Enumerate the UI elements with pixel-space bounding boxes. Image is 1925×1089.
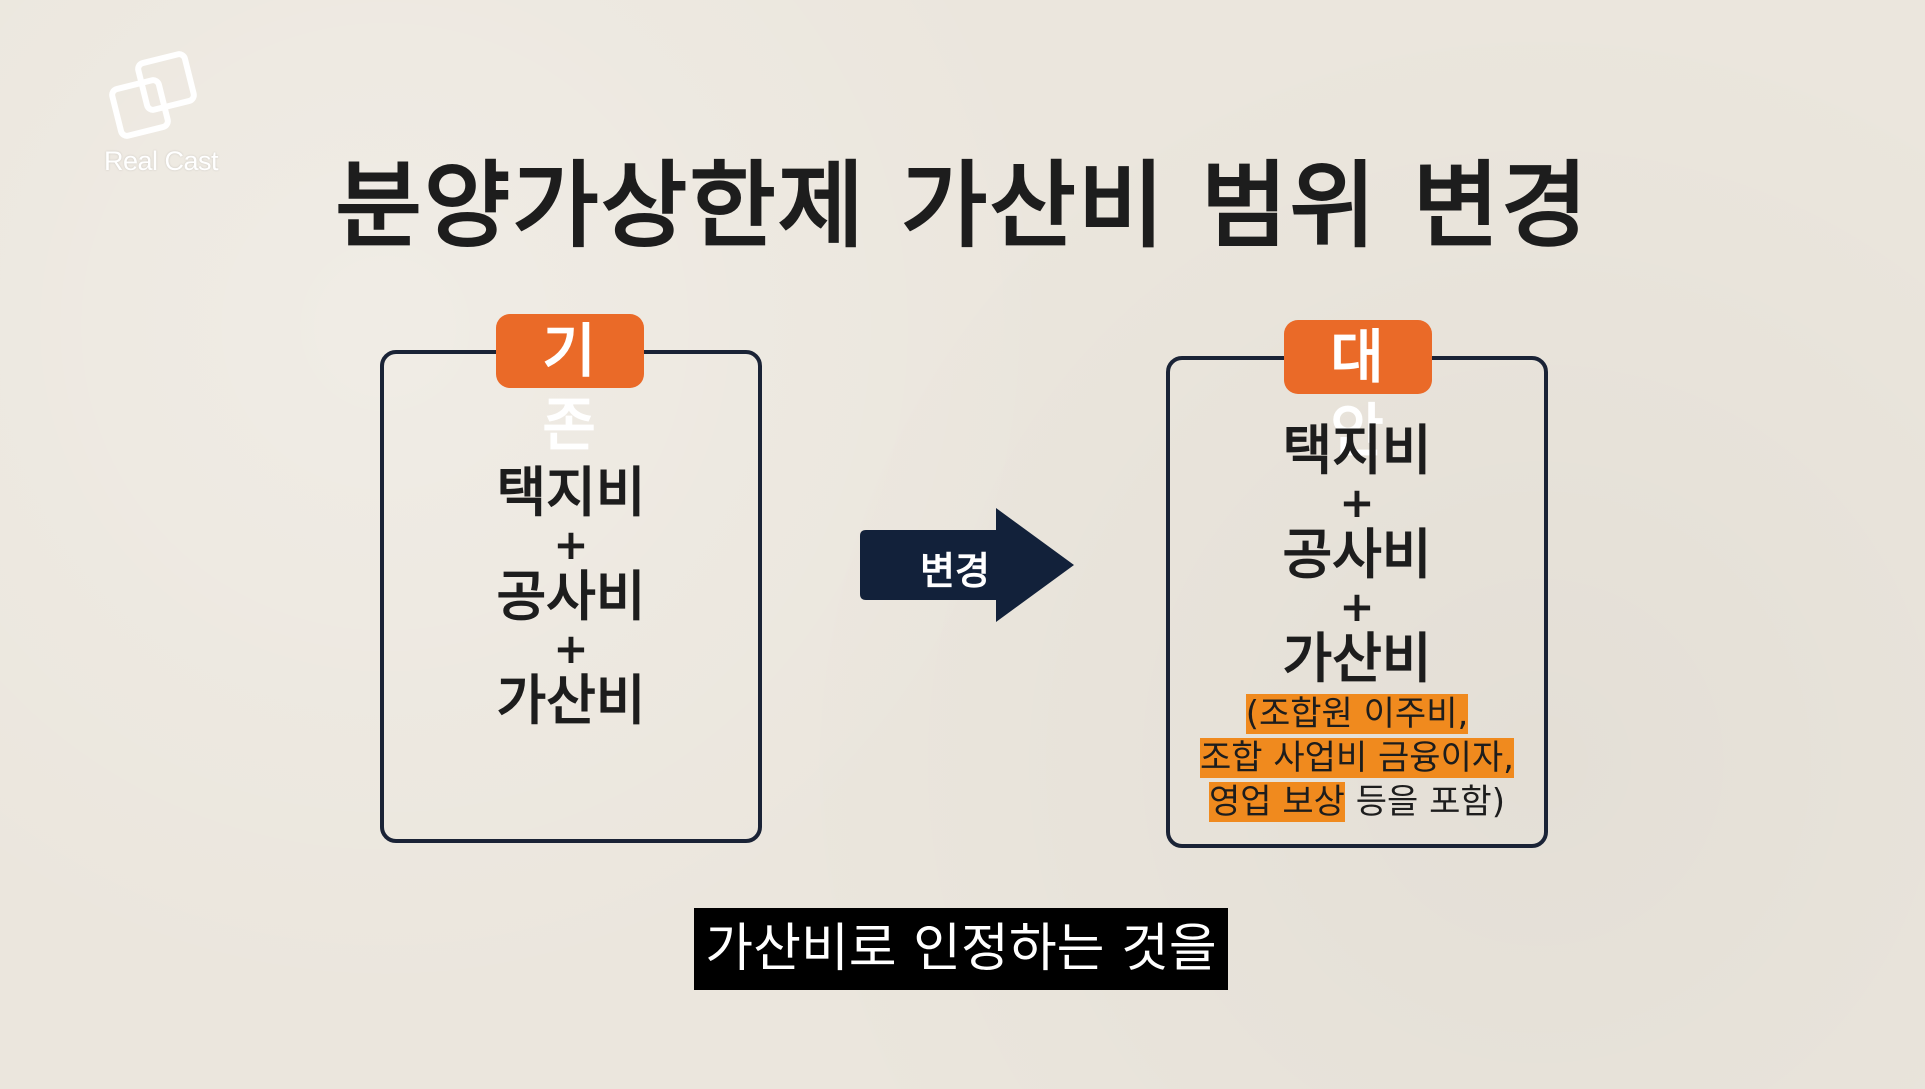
formula-item: 공사비 [496,565,646,628]
inclusion-note: (조합원 이주비, 조합 사업비 금융이자, 영업 보상 등을 포함) [1166,692,1548,824]
formula-item: 택지비 [496,461,646,524]
page-title: 분양가상한제 가산비 범위 변경 [335,152,1590,261]
note-line-2: 조합 사업비 금융이자, [1166,736,1548,780]
existing-badge: 기존 [496,314,644,459]
logo-text: Real Cast [103,146,219,176]
highlight: 조합 사업비 금융이자, [1200,738,1514,778]
formula-plus: + [553,520,589,569]
overlapping-squares-icon [109,51,197,139]
alternative-formula: 택지비 + 공사비 + 가산비 [1166,424,1548,686]
formula-plus: + [1339,582,1375,631]
formula-item: 가산비 [1282,627,1432,690]
existing-formula: 택지비 + 공사비 + 가산비 [380,466,762,728]
note-text: 등을 포함) [1344,782,1505,822]
formula-plus: + [553,624,589,673]
formula-item: 공사비 [1282,523,1432,586]
arrow-right-icon [860,508,1074,622]
arrow-label: 변경 [920,549,990,593]
alternative-badge: 대안 [1284,320,1432,465]
caption-subtitle: 가산비로 인정하는 것을 [694,908,1228,990]
note-line-3: 영업 보상 등을 포함) [1166,780,1548,824]
highlight: 영업 보상 [1209,782,1345,822]
formula-plus: + [1339,478,1375,527]
formula-item: 택지비 [1282,419,1432,482]
logo: Real Cast [96,50,219,180]
highlight: (조합원 이주비, [1245,694,1469,734]
formula-item: 가산비 [496,669,646,732]
note-line-1: (조합원 이주비, [1166,692,1548,736]
